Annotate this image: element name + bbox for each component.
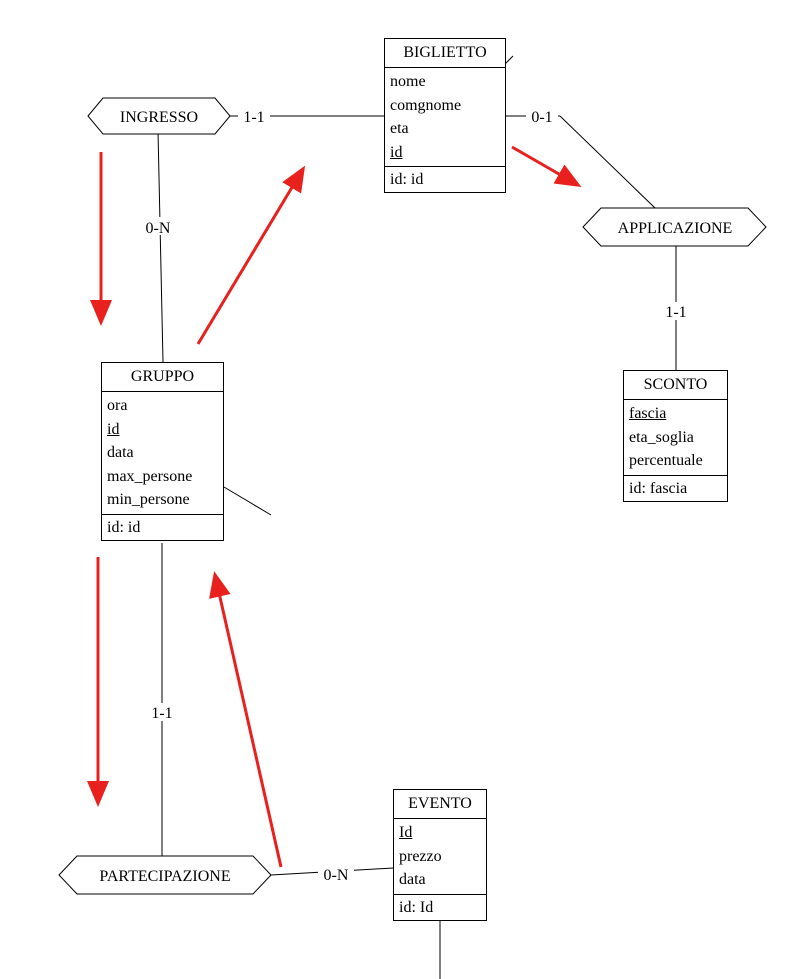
attribute-id: id [107, 420, 120, 438]
attribute-ora: ora [107, 397, 128, 414]
relationship-partecipazione-shape [58, 855, 272, 895]
cardinality-gruppo-partecipazione: 1-1 [151, 705, 172, 722]
attribute-id: id [390, 143, 403, 161]
cardinality-applicazione-sconto: 1-1 [665, 304, 686, 321]
attribute-min-persone: min_persone [107, 491, 190, 508]
attribute-comgnome: comgnome [390, 96, 462, 114]
line-gruppo-stub [223, 486, 272, 516]
entity-gruppo: GRUPPO ora id data max_persone min_perso… [101, 362, 224, 541]
entity-biglietto: BIGLIETTO nome comgnome eta id id: id [384, 38, 506, 193]
relationship-ingresso-shape [87, 97, 231, 135]
attribute-percentuale: percentuale [629, 452, 703, 469]
relationship-partecipazione: PARTECIPAZIONE [99, 868, 230, 885]
line-biglietto-applicazione-b [559, 115, 656, 209]
attribute-eta-soglia: eta_soglia [629, 428, 694, 446]
entity-sconto-title: SCONTO [624, 371, 727, 400]
entity-sconto-attributes: fascia eta_soglia percentuale [624, 400, 727, 476]
relationship-applicazione: APPLICAZIONE [618, 220, 733, 237]
line-ingresso-gruppo [157, 130, 164, 363]
attribute-id: Id [399, 824, 413, 841]
attribute-prezzo: prezzo [399, 847, 442, 865]
attribute-max-persone: max_persone [107, 467, 193, 485]
red-arrow-to-applicazione [511, 145, 582, 187]
attribute-eta: eta [390, 120, 409, 137]
entity-sconto-identifier: id: fascia [629, 479, 688, 497]
entity-evento-title: EVENTO [394, 790, 486, 819]
entity-evento-attributes: Id prezzo data [394, 819, 486, 895]
cardinality-ingresso-biglietto: 1-1 [243, 109, 264, 126]
entity-evento-identifier: id: Id [399, 898, 434, 916]
red-arrow-up-lower [209, 571, 283, 868]
attribute-fascia: fascia [629, 405, 667, 422]
line-biglietto-tick [504, 55, 514, 65]
attribute-nome: nome [390, 73, 426, 90]
entity-evento: EVENTO Id prezzo data id: Id [393, 789, 487, 921]
relationship-ingresso: INGRESSO [120, 109, 198, 126]
entity-biglietto-attributes: nome comgnome eta id [385, 68, 505, 167]
cardinality-partecipazione-evento: 0-N [324, 867, 349, 884]
cardinality-ingresso-gruppo: 0-N [146, 220, 171, 237]
attribute-data: data [399, 871, 426, 888]
entity-gruppo-identifier: id: id [107, 518, 141, 536]
entity-gruppo-attributes: ora id data max_persone min_persone [102, 392, 223, 515]
cardinality-biglietto-applicazione: 0-1 [531, 109, 552, 126]
entity-biglietto-title: BIGLIETTO [385, 39, 505, 68]
entity-biglietto-identifier: id: id [390, 171, 424, 188]
red-arrow-up-right [196, 165, 306, 345]
entity-gruppo-title: GRUPPO [102, 363, 223, 392]
entity-sconto: SCONTO fascia eta_soglia percentuale id:… [623, 370, 728, 502]
relationship-applicazione-shape [582, 207, 767, 247]
attribute-data: data [107, 444, 134, 461]
